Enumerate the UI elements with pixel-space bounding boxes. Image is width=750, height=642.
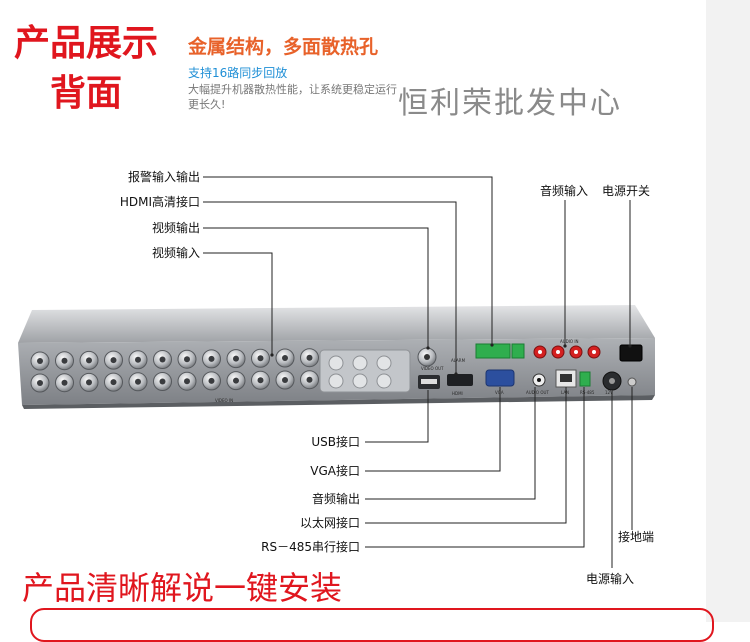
bnc-pin xyxy=(159,356,166,363)
label-audio-in: 音频输入 xyxy=(540,184,589,198)
bnc-pin xyxy=(110,379,117,386)
bnc-pin xyxy=(233,355,239,362)
dvr-rear-panel: VIDEO IN VIDEO OUT ALARM AUDIO IN HDMI V… xyxy=(18,176,655,568)
audio-in-jacks xyxy=(533,345,601,359)
feature-text: 支持16路同步回放 xyxy=(188,66,288,80)
bnc-pin xyxy=(208,377,215,384)
vga-port xyxy=(485,369,515,387)
panel-mark-vga: VGA xyxy=(495,390,504,395)
label-alarm-io: 报警输入输出 xyxy=(127,170,200,184)
panel-mark-video-out: VIDEO OUT xyxy=(421,366,444,371)
bnc-pin xyxy=(135,378,141,385)
label-video-in: 视频输入 xyxy=(151,246,200,260)
right-scroll-strip xyxy=(706,0,750,622)
chassis-top xyxy=(18,305,655,343)
label-audio-out: 音频输出 xyxy=(311,492,360,506)
label-ethernet: 以太网接口 xyxy=(299,516,360,530)
label-hdmi: HDMI高清接口 xyxy=(119,195,200,209)
watermark: 恒利荣批发中心 xyxy=(398,86,622,121)
label-usb: USB接口 xyxy=(311,435,360,449)
bnc-pin xyxy=(61,379,68,386)
label-power-input: 电源输入 xyxy=(586,572,635,586)
page-title-line1: 产品展示 xyxy=(14,23,159,64)
bnc-pin xyxy=(282,355,288,361)
label-rs485: RS－485串行接口 xyxy=(261,540,360,554)
panel-mark-video-in: VIDEO IN xyxy=(215,398,233,403)
hdmi-port xyxy=(447,374,473,386)
bnc-pin xyxy=(86,379,92,386)
label-power-switch: 电源开关 xyxy=(602,184,651,198)
bnc-pin xyxy=(306,376,313,383)
description-text: 大幅提升机器散热性能，让系统更稳定运行更长久! xyxy=(188,83,397,111)
bnc-pin xyxy=(257,355,264,362)
panel-mark-hdmi: HDMI xyxy=(452,391,463,396)
power-switch xyxy=(619,344,643,362)
bnc-pin xyxy=(86,357,92,364)
bnc-pin xyxy=(282,377,288,383)
leader-lines xyxy=(203,176,633,568)
label-video-out: 视频输出 xyxy=(151,221,200,235)
rs485-terminal xyxy=(579,371,591,387)
footer-slogan: 产品清晰解说一键安装 xyxy=(22,569,343,607)
page-title-line2: 背面 xyxy=(50,73,123,114)
bnc-pin xyxy=(233,377,239,384)
bnc-pin xyxy=(37,380,43,386)
panel-mark-lan: LAN xyxy=(561,390,569,395)
panel-mark-power: 12V xyxy=(605,390,613,395)
footer-red-box xyxy=(30,608,714,642)
label-vga: VGA接口 xyxy=(310,464,360,478)
panel-mark-audio-in: AUDIO IN xyxy=(560,339,579,344)
panel-mark-audio-out: AUDIO OUT xyxy=(526,390,549,395)
bnc-pin xyxy=(61,357,68,364)
panel-mark-alarm: ALARM xyxy=(451,358,466,363)
bnc-pin xyxy=(184,356,190,363)
subtitle: 金属结构，多面散热孔 xyxy=(188,36,379,58)
panel-mark-rs485: RS-485 xyxy=(580,390,595,395)
bnc-pin xyxy=(37,358,43,364)
bnc-pin xyxy=(110,357,117,364)
bnc-pin xyxy=(208,355,215,362)
ground-screw xyxy=(627,377,637,387)
bnc-pin xyxy=(306,354,313,361)
bnc-pin xyxy=(257,377,264,384)
label-ground: 接地端 xyxy=(618,530,655,544)
bnc-pin xyxy=(184,378,190,385)
vent-grille xyxy=(319,349,411,393)
bnc-pin xyxy=(159,378,166,385)
bnc-connectors xyxy=(30,348,319,393)
bnc-pin xyxy=(135,356,141,363)
